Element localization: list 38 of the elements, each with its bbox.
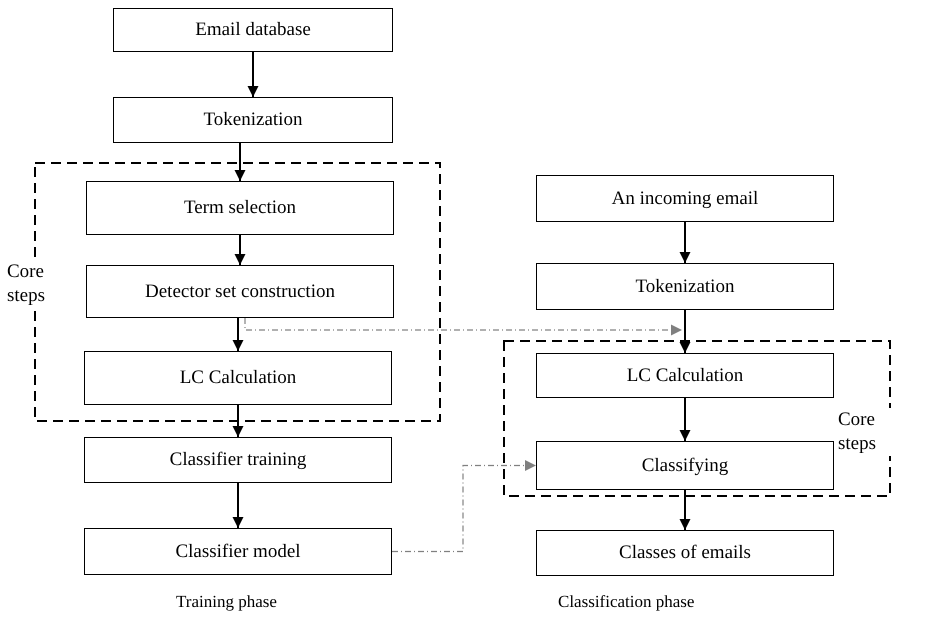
arrow: [680, 490, 690, 530]
box-label: Term selection: [184, 197, 296, 219]
arrow: [244, 318, 682, 336]
box-label: Detector set construction: [145, 280, 335, 302]
process-box: [84, 528, 392, 575]
arrow: [234, 235, 246, 265]
process-box: [84, 351, 392, 405]
arrow: [248, 52, 258, 97]
process-box: [536, 441, 834, 490]
arrow: [392, 460, 536, 552]
box-label: Classifying: [642, 454, 728, 476]
arrow: [680, 398, 690, 441]
box-label: LC Calculation: [626, 364, 744, 386]
process-box: [536, 530, 834, 576]
box-label: Classifier model: [175, 540, 301, 562]
phase-caption: Classification phase: [558, 592, 694, 612]
process-box: [86, 181, 394, 235]
process-box: [84, 437, 392, 483]
process-box: [86, 265, 394, 318]
arrow: [680, 310, 690, 353]
box-label: Email database: [195, 19, 311, 41]
process-box: [113, 97, 393, 143]
box-label: Classes of emails: [619, 542, 751, 564]
arrow: [232, 483, 244, 528]
process-box: [536, 263, 834, 310]
process-box: [536, 353, 834, 398]
box-label: LC Calculation: [180, 367, 296, 389]
process-box: [536, 175, 834, 222]
arrow: [680, 222, 690, 263]
arrow: [234, 143, 246, 181]
box-label: Tokenization: [636, 276, 734, 298]
arrow: [232, 318, 244, 351]
phase-caption: Training phase: [176, 592, 277, 612]
box-label: An incoming email: [612, 188, 758, 210]
process-box: [113, 8, 393, 52]
arrow: [232, 405, 244, 437]
box-label: Tokenization: [204, 109, 302, 131]
box-label: Classifier training: [170, 449, 306, 471]
